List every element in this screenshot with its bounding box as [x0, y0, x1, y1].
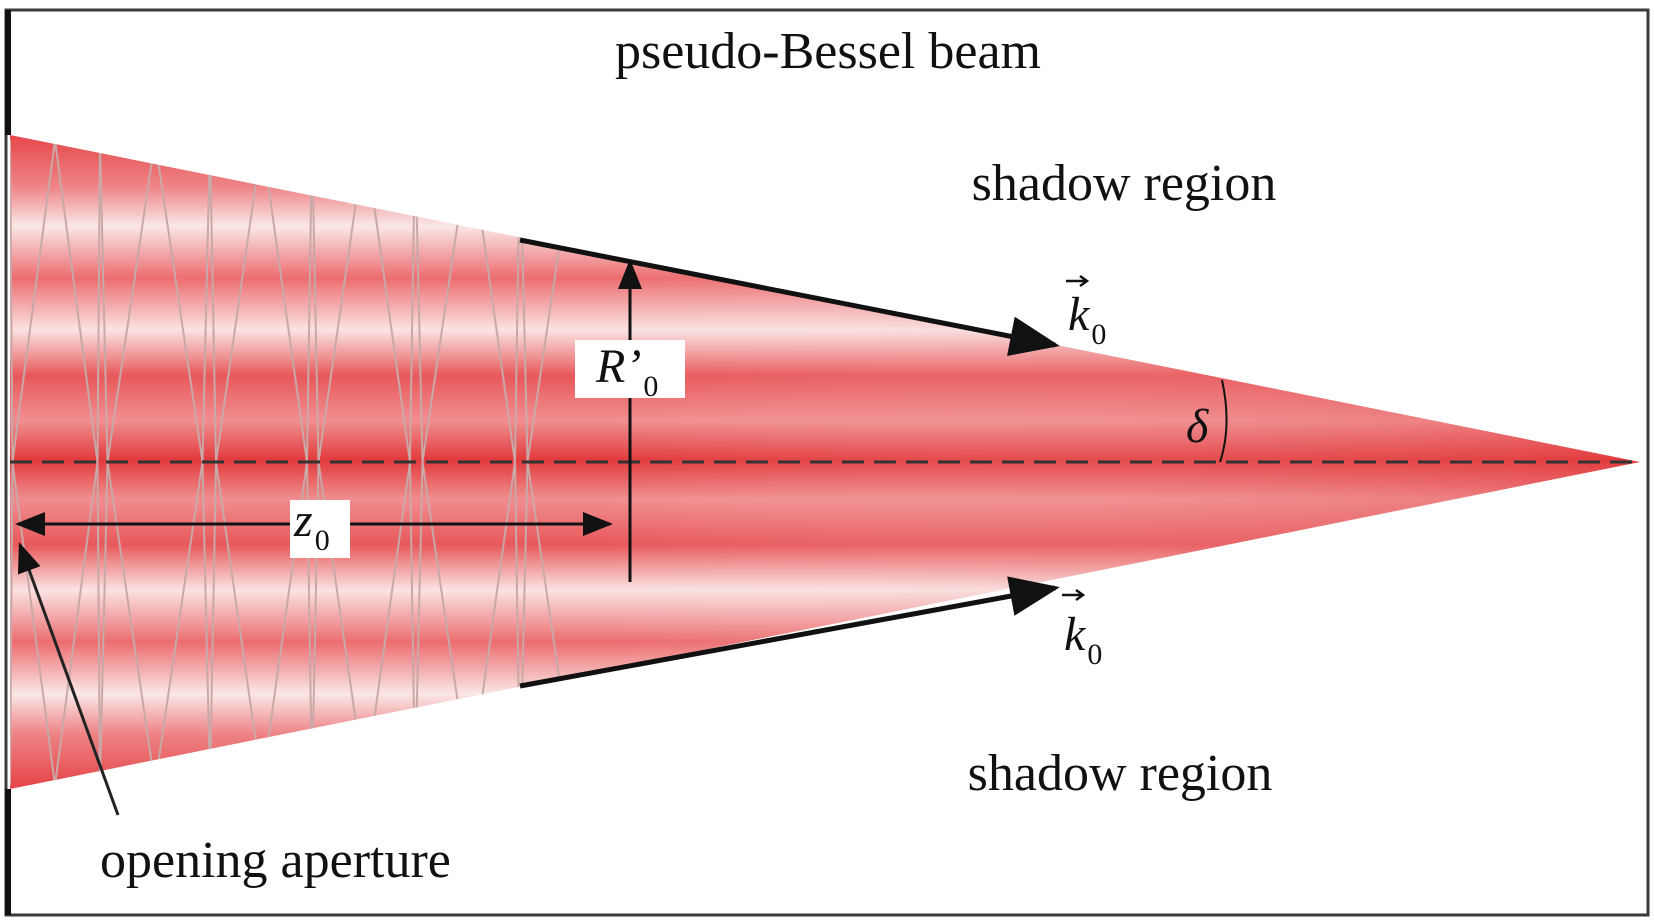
- shadow-region-bottom-label: shadow region: [968, 745, 1273, 802]
- radius-label: R’0: [595, 340, 658, 403]
- interference-line: [414, 461, 471, 786]
- wavevector-top-label: k0: [1068, 288, 1106, 351]
- wavevector-top-subscript: 0: [1091, 318, 1106, 351]
- wavevector-bottom-subscript: 0: [1087, 638, 1102, 671]
- wavevector-arrow-top: [519, 237, 1060, 356]
- vector-arrow-icon: [1062, 588, 1086, 602]
- radius-subscript: 0: [643, 370, 658, 403]
- aperture-pointer-line: [17, 542, 120, 816]
- interference-line: [469, 461, 521, 786]
- beam-cone: [10, 135, 1640, 789]
- wavevector-top-symbol: k: [1068, 288, 1091, 341]
- vector-arrow-icon: [1066, 274, 1090, 288]
- radius-label-box: [575, 340, 685, 398]
- diagram-title: pseudo-Bessel beam: [615, 23, 1041, 80]
- distance-label: z0: [293, 494, 330, 557]
- radius-symbol: R’: [595, 340, 641, 393]
- shadow-region-top-label: shadow region: [972, 155, 1277, 212]
- angle-label: δ: [1186, 400, 1209, 453]
- angle-arc: [1219, 379, 1228, 463]
- wavevector-arrow-bottom: [519, 576, 1060, 689]
- wavevector-bottom-symbol: k: [1064, 608, 1087, 661]
- wavevector-bottom-label: k0: [1064, 608, 1102, 671]
- distance-symbol: z: [293, 494, 313, 547]
- aperture-label: opening aperture: [100, 832, 451, 889]
- diagram-frame: [4, 8, 1650, 917]
- distance-label-box: [290, 500, 350, 558]
- distance-subscript: 0: [315, 524, 330, 557]
